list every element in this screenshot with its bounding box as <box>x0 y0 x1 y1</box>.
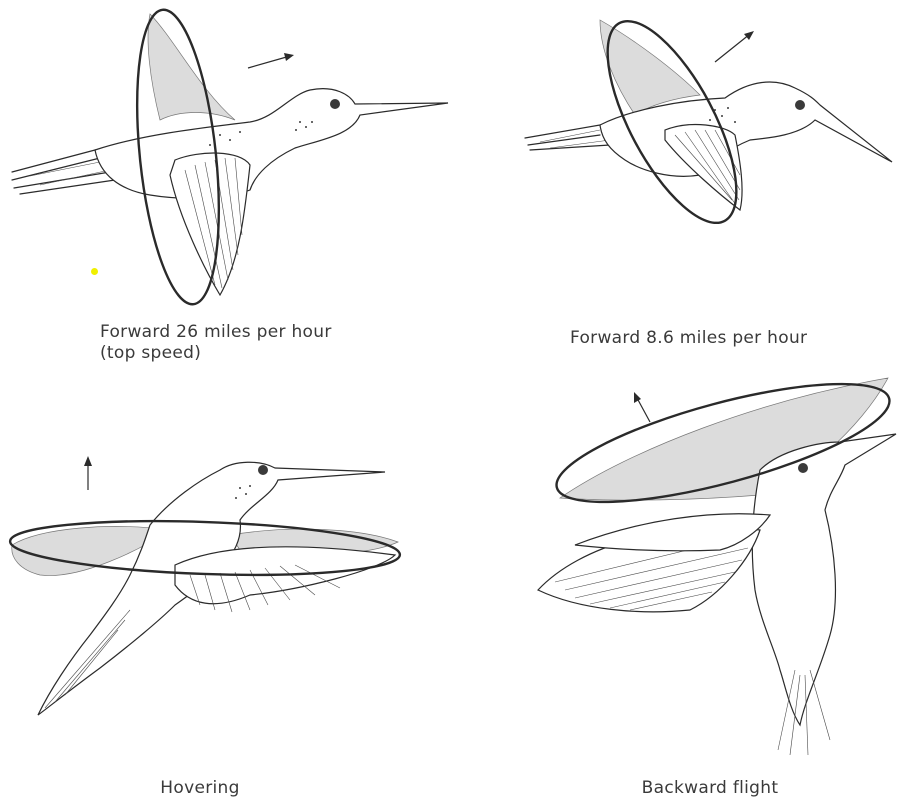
eye <box>798 463 808 473</box>
eye <box>795 100 805 110</box>
caption-line-1: Hovering <box>100 778 300 799</box>
panel-hovering: Hovering <box>0 390 460 804</box>
arrow-right-up-icon <box>248 53 294 68</box>
panel-backward: Backward flight <box>460 370 899 804</box>
upper-wing-shade <box>560 378 888 500</box>
eye <box>330 99 340 109</box>
caption-line-1: Backward flight <box>610 778 810 799</box>
arrow-up-left-icon <box>634 392 650 422</box>
body-outline <box>95 89 448 199</box>
caption-line-1: Forward 26 miles per hour <box>100 322 360 343</box>
caption-hovering: Hovering <box>100 778 300 799</box>
tail-feathers <box>45 610 130 708</box>
panel-forward-slow: Forward 8.6 miles per hour <box>460 0 899 380</box>
lower-wing <box>170 153 250 295</box>
hummingbird-forward-slow-illustration <box>460 0 899 320</box>
arrow-up-icon <box>84 456 92 490</box>
hummingbird-forward-fast-illustration <box>0 0 460 320</box>
arrow-right-up-icon <box>715 31 754 62</box>
hummingbird-backward-illustration <box>460 370 899 770</box>
panel-forward-fast: Forward 26 miles per hour (top speed) <box>0 0 460 380</box>
upper-wing-shade <box>600 20 700 115</box>
body-outline <box>752 434 896 725</box>
eye <box>258 465 268 475</box>
upper-wing-shade <box>148 14 235 120</box>
caption-line-1: Forward 8.6 miles per hour <box>570 328 850 349</box>
caption-backward: Backward flight <box>610 778 810 799</box>
yellow-marker-dot <box>91 268 98 275</box>
caption-forward-fast: Forward 26 miles per hour (top speed) <box>100 322 360 364</box>
caption-line-2: (top speed) <box>100 343 360 364</box>
hummingbird-hovering-illustration <box>0 390 460 750</box>
caption-forward-slow: Forward 8.6 miles per hour <box>570 328 850 349</box>
